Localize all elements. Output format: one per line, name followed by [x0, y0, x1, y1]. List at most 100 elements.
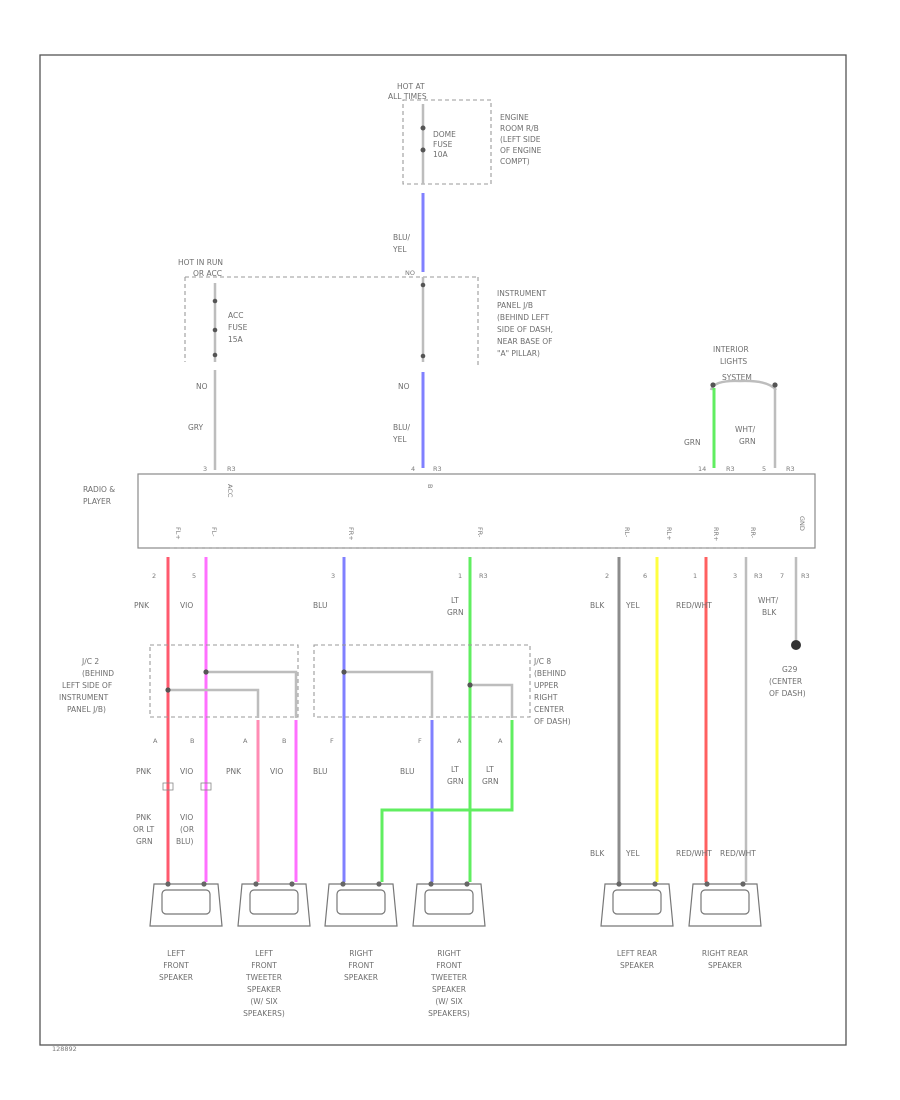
svg-text:HOT AT: HOT AT — [397, 82, 425, 91]
svg-text:(BEHIND LEFT: (BEHIND LEFT — [497, 313, 550, 322]
svg-text:R3: R3 — [754, 572, 763, 580]
svg-text:RED/WHT: RED/WHT — [720, 849, 756, 858]
svg-text:PLAYER: PLAYER — [83, 497, 111, 506]
left-rear-speaker-symbol — [600, 881, 674, 927]
jc2-label: J/C 2 (BEHIND LEFT SIDE OF INSTRUMENT PA… — [59, 657, 114, 714]
svg-text:PANEL J/B: PANEL J/B — [497, 301, 533, 310]
svg-text:WHT/: WHT/ — [735, 425, 756, 434]
svg-text:14: 14 — [698, 465, 706, 473]
svg-text:TWEETER: TWEETER — [430, 973, 467, 982]
svg-text:NO: NO — [196, 382, 208, 391]
svg-text:YEL: YEL — [625, 849, 640, 858]
svg-text:RL+: RL+ — [665, 527, 673, 541]
svg-text:OR LT: OR LT — [133, 825, 155, 834]
svg-text:ALL TIMES: ALL TIMES — [388, 92, 427, 101]
svg-text:ACC: ACC — [228, 311, 243, 320]
svg-text:ROOM R/B: ROOM R/B — [500, 124, 539, 133]
svg-text:SPEAKER: SPEAKER — [432, 985, 466, 994]
speaker-left-rear-label: LEFT REAR SPEAKER — [617, 949, 657, 970]
left-speaker-wire-labels: PNK OR LT GRN VIO (OR BLU) — [133, 813, 194, 846]
svg-text:BLU/: BLU/ — [393, 233, 410, 242]
svg-text:BLK: BLK — [762, 608, 777, 617]
engine-room-rb-label: ENGINE ROOM R/B (LEFT SIDE OF ENGINE COM… — [500, 113, 542, 166]
svg-text:INSTRUMENT: INSTRUMENT — [497, 289, 547, 298]
ground-g29-label: G29 (CENTER OF DASH) — [769, 665, 806, 698]
svg-text:GRN: GRN — [447, 777, 464, 786]
svg-text:VIO: VIO — [180, 813, 193, 822]
svg-text:UPPER: UPPER — [534, 681, 559, 690]
svg-text:6: 6 — [643, 572, 647, 580]
ground-point — [791, 640, 801, 650]
svg-text:10A: 10A — [433, 150, 449, 159]
left-front-speaker-symbol — [149, 881, 223, 927]
svg-text:OF ENGINE: OF ENGINE — [500, 146, 542, 155]
speaker-right-front-label: RIGHT FRONT SPEAKER — [344, 949, 378, 982]
engine-room-rb-box — [402, 99, 492, 185]
svg-text:SPEAKER: SPEAKER — [159, 973, 193, 982]
right-front-tweeter-speaker-symbol — [412, 881, 486, 927]
svg-text:(BEHIND: (BEHIND — [82, 669, 114, 678]
svg-text:FUSE: FUSE — [433, 140, 453, 149]
svg-text:4: 4 — [411, 465, 415, 473]
svg-text:FRONT: FRONT — [348, 961, 374, 970]
svg-text:HOT IN RUN: HOT IN RUN — [178, 258, 223, 267]
svg-text:R3: R3 — [433, 465, 442, 473]
radio-player-box — [137, 473, 816, 549]
svg-text:B: B — [426, 484, 434, 488]
acc-fuse-label: ACC FUSE 15A — [228, 311, 248, 344]
svg-text:OF DASH): OF DASH) — [534, 717, 571, 726]
svg-text:RR-: RR- — [749, 527, 757, 539]
svg-text:(LEFT SIDE: (LEFT SIDE — [500, 135, 541, 144]
svg-text:GRN: GRN — [684, 438, 701, 447]
svg-text:VIO: VIO — [270, 767, 283, 776]
svg-text:(BEHIND: (BEHIND — [534, 669, 566, 678]
svg-text:7: 7 — [780, 572, 784, 580]
svg-text:3: 3 — [733, 572, 737, 580]
svg-text:NO: NO — [398, 382, 410, 391]
svg-text:BLU: BLU — [313, 601, 327, 610]
svg-text:GRN: GRN — [482, 777, 499, 786]
speaker-right-rear-label: RIGHT REAR SPEAKER — [702, 949, 748, 970]
svg-text:R3: R3 — [801, 572, 810, 580]
dome-fuse-label: DOME FUSE 10A — [433, 130, 456, 159]
svg-text:RIGHT: RIGHT — [349, 949, 373, 958]
svg-text:VIO: VIO — [180, 767, 193, 776]
svg-text:INTERIOR: INTERIOR — [713, 345, 749, 354]
wire-label-blu-yel-upper: BLU/ YEL — [392, 233, 410, 254]
svg-text:OF DASH): OF DASH) — [769, 689, 806, 698]
svg-text:LEFT: LEFT — [255, 949, 273, 958]
svg-text:FL-: FL- — [210, 527, 218, 537]
svg-text:F: F — [330, 737, 334, 745]
jc-pins: A B A B F F A A — [153, 737, 503, 745]
svg-text:FUSE: FUSE — [228, 323, 248, 332]
svg-text:SPEAKER: SPEAKER — [620, 961, 654, 970]
svg-text:FR+: FR+ — [347, 527, 355, 541]
instrument-panel-jb-label: INSTRUMENT PANEL J/B (BEHIND LEFT SIDE O… — [497, 289, 553, 358]
svg-text:CENTER: CENTER — [534, 705, 564, 714]
svg-text:R3: R3 — [479, 572, 488, 580]
left-front-tweeter-speaker-symbol — [237, 881, 311, 927]
svg-text:LIGHTS: LIGHTS — [720, 357, 747, 366]
svg-text:J/C 2: J/C 2 — [81, 657, 99, 666]
svg-text:RED/WHT: RED/WHT — [676, 601, 712, 610]
svg-text:"A" PILLAR): "A" PILLAR) — [497, 349, 540, 358]
svg-text:YEL: YEL — [625, 601, 640, 610]
svg-text:BLU/: BLU/ — [393, 423, 410, 432]
svg-text:FRONT: FRONT — [163, 961, 189, 970]
svg-text:SYSTEM: SYSTEM — [722, 373, 752, 382]
svg-text:GRN: GRN — [447, 608, 464, 617]
right-front-speaker-symbol — [324, 881, 398, 927]
wire-ltgrn-cross — [380, 720, 514, 882]
svg-text:PANEL J/B): PANEL J/B) — [67, 705, 106, 714]
speaker-left-front-tweeter-label: LEFT FRONT TWEETER SPEAKER (W/ SIX SPEAK… — [243, 949, 285, 1018]
wire-label-blu-yel-lower: BLU/ YEL — [392, 423, 410, 444]
svg-text:ENGINE: ENGINE — [500, 113, 529, 122]
svg-text:SPEAKERS): SPEAKERS) — [428, 1009, 470, 1018]
svg-text:BLU): BLU) — [176, 837, 193, 846]
svg-text:RIGHT REAR: RIGHT REAR — [702, 949, 748, 958]
svg-text:BLU: BLU — [400, 767, 414, 776]
radio-terminal-labels: ACC B FL+ FL- FR+ FR- RL- RL+ RR+ RR- GN… — [174, 484, 806, 541]
svg-text:PNK: PNK — [136, 813, 152, 822]
diagram-frame — [39, 54, 847, 1046]
